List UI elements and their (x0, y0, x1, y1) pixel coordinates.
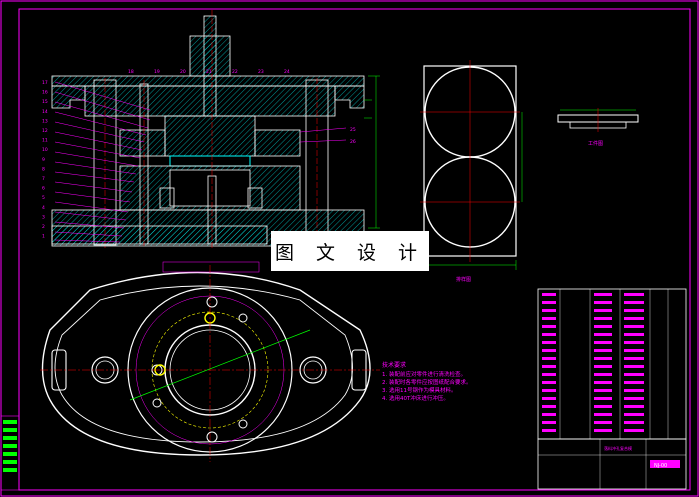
left-title-strip (0, 415, 20, 491)
title-name-cell: 落料冲孔复合模 (604, 445, 632, 451)
top-callout-group: 18 19 20 21 22 23 24 (128, 69, 290, 75)
part-callout-13: 13 (42, 118, 48, 124)
part-callout-14: 14 (42, 109, 48, 115)
front-section-view (51, 10, 380, 248)
part-callout-18: 18 (128, 69, 134, 75)
part-callout-4: 4 (42, 205, 45, 211)
part-callout-3: 3 (42, 214, 45, 220)
drawing-number: NJ-00 (654, 463, 667, 469)
right-callout-group: 25 26 (350, 127, 356, 145)
part-callout-7: 7 (42, 176, 45, 182)
blank-view-label: 排样图 (456, 277, 472, 283)
part-callout-9: 9 (42, 157, 45, 163)
part-callout-21: 21 (206, 69, 212, 75)
bom-table (537, 288, 687, 490)
part-callout-20: 20 (180, 69, 186, 75)
part-callout-19: 19 (154, 69, 160, 75)
technical-requirements: 技术要求 1. 装配前应对零件进行清洗检查。 2. 装配时各零件应按图纸配合要求… (382, 362, 542, 403)
part-callout-8: 8 (42, 166, 45, 172)
part-callout-11: 11 (42, 138, 48, 144)
tech-req-item: 3. 选用11号钢作为模具材料。 (382, 388, 457, 394)
part-view-label: 工件图 (588, 141, 604, 147)
part-callout-6: 6 (42, 186, 45, 192)
part-callout-5: 5 (42, 195, 45, 201)
part-callout-17: 17 (42, 80, 48, 86)
tech-req-title: 技术要求 (382, 362, 407, 369)
part-callout-22: 22 (232, 69, 238, 75)
part-callout-10: 10 (42, 147, 48, 153)
plan-view (40, 261, 380, 462)
part-callout-26: 26 (350, 139, 356, 145)
part-callout-23: 23 (258, 69, 264, 75)
blank-layout-view (420, 60, 523, 270)
tech-req-item: 2. 装配时各零件应按图纸配合要求。 (382, 380, 472, 386)
part-callout-12: 12 (42, 128, 48, 134)
left-callout-group: 17 16 15 14 13 12 11 10 9 8 7 6 5 4 3 2 1 (42, 80, 48, 240)
part-callout-15: 15 (42, 99, 48, 105)
part-view (557, 108, 639, 132)
tech-req-item: 1. 装配前应对零件进行清洗检查。 (382, 372, 466, 378)
tech-req-item: 4. 选用40T冲床进行冲压。 (382, 396, 449, 402)
inner-border (18, 8, 691, 491)
part-callout-2: 2 (42, 224, 45, 230)
part-callout-1: 1 (42, 234, 45, 240)
part-callout-25: 25 (350, 127, 356, 133)
watermark-banner: 图 文 设 计 (271, 231, 429, 271)
part-callout-24: 24 (284, 69, 290, 75)
part-callout-16: 16 (42, 90, 48, 96)
